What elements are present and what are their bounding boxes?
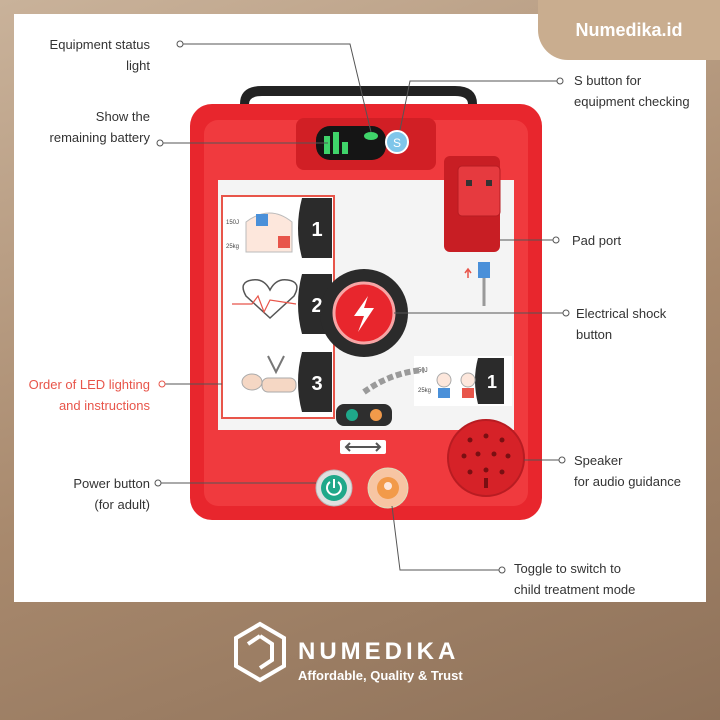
child-step-tab [475, 358, 504, 404]
pad-blue [256, 214, 268, 226]
weight-adult: 25kg [226, 244, 239, 250]
weight-child: 25kg [418, 388, 431, 394]
s-button-label: S [393, 136, 401, 150]
heart-icon [242, 278, 298, 320]
label-power: Power button(for adult) [73, 476, 150, 512]
step-number-3: 3 [311, 373, 322, 395]
mode-leds [336, 404, 392, 426]
status-light [364, 132, 378, 140]
patient-body [261, 377, 297, 393]
label-pad-port: Pad port [572, 233, 622, 248]
lightning-icon [354, 296, 374, 332]
pad-connector [478, 262, 490, 278]
brand-tab: Numedika.id [538, 0, 720, 60]
mode-indicator-arc [362, 367, 425, 395]
toggle-arrow-icon [344, 442, 382, 452]
step-tab-1 [298, 198, 332, 258]
pad-port-pin-1 [466, 180, 472, 186]
child-head-1 [436, 372, 452, 388]
speaker-grille [447, 419, 525, 497]
numedika-logo-icon [234, 621, 286, 683]
cpr-arms [267, 355, 285, 375]
child-step-number: 1 [487, 372, 497, 392]
battery-bar-1 [324, 136, 330, 154]
child-pad-red [462, 388, 474, 398]
carry-handle [240, 86, 477, 104]
child-led [370, 409, 382, 421]
child-head-2 [460, 372, 476, 388]
s-button[interactable] [385, 130, 409, 154]
insert-arrow-icon [464, 267, 472, 278]
pad-port [457, 165, 501, 217]
step-number-1: 1 [311, 219, 322, 241]
child-pad-blue [438, 388, 450, 398]
step-number-2: 2 [311, 295, 322, 317]
patient-head [241, 373, 263, 391]
brand-tab-label: Numedika.id [575, 19, 683, 40]
ecg-line-icon [232, 294, 297, 314]
power-icon [326, 481, 342, 496]
brand-name: NUMEDIKA [298, 638, 460, 665]
energy-adult: 150J [226, 220, 239, 226]
pad-port-pin-2 [486, 180, 492, 186]
battery-bar-2 [333, 132, 339, 154]
step-tab-3 [298, 352, 332, 412]
leader-lines [154, 40, 570, 574]
adult-led [346, 409, 358, 421]
pad-red [278, 236, 290, 248]
brand-tagline: Affordable, Quality & Trust [298, 668, 463, 683]
battery-bar-3 [342, 142, 348, 154]
child-face-icon [384, 482, 392, 490]
